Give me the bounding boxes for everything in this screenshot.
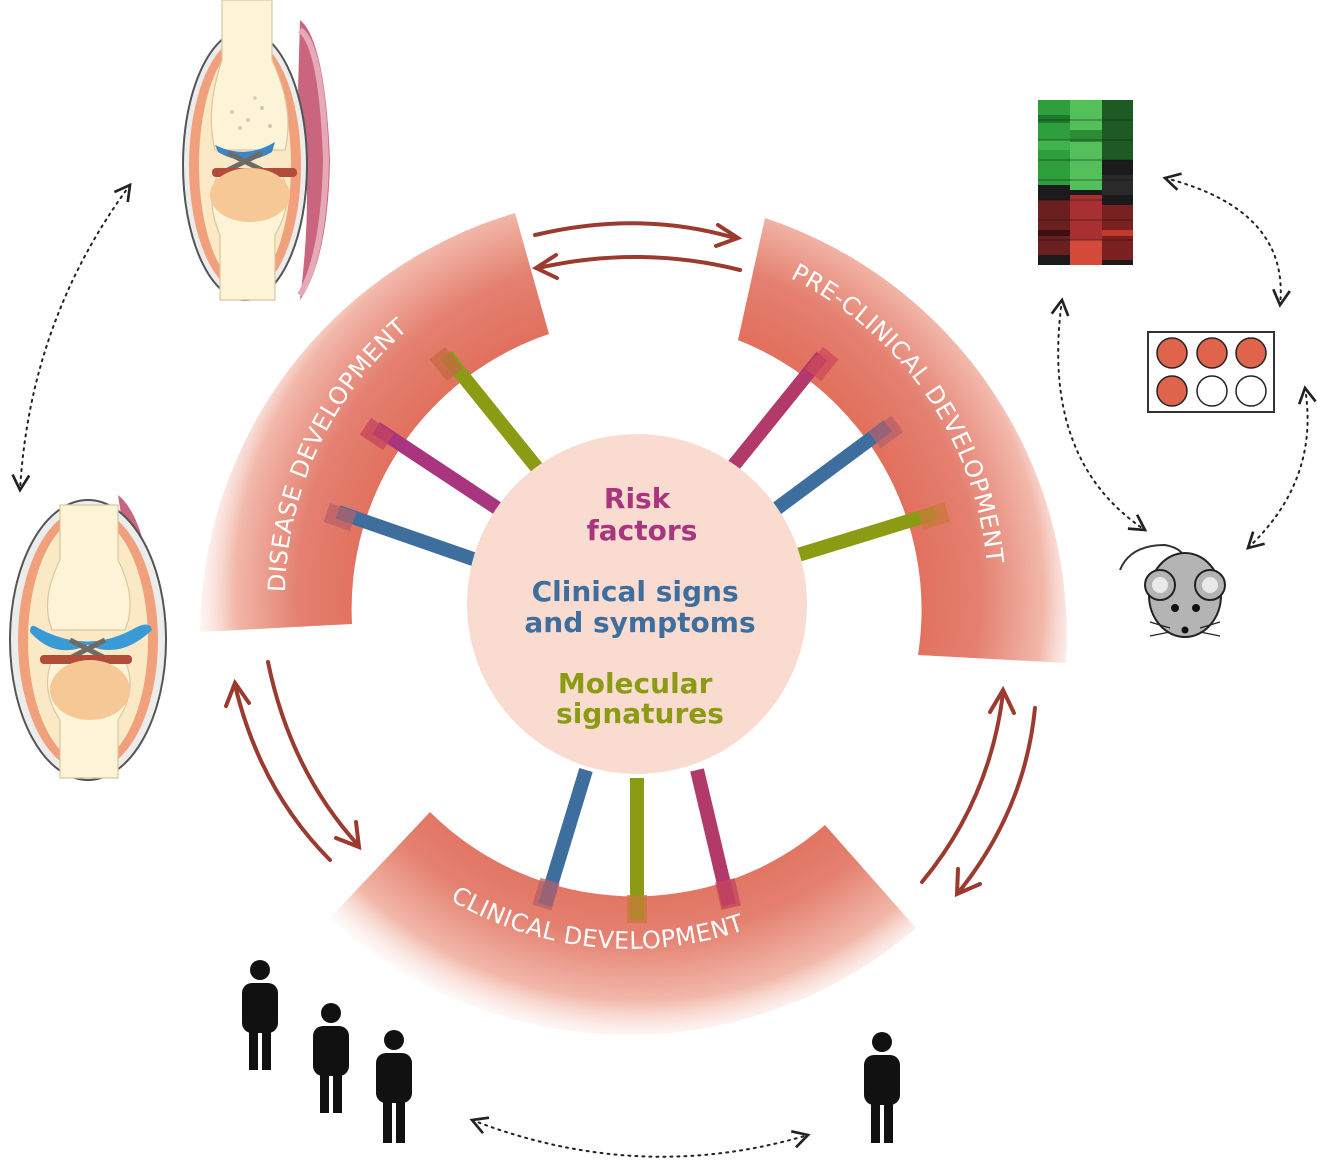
clinical-signs-line2: and symptoms <box>524 606 755 639</box>
spoke-molecular-disease <box>440 350 548 479</box>
spoke-risk-preclinical <box>724 351 828 475</box>
spoke-clinical-disease <box>335 505 479 567</box>
svg-text:Molecular signatures: Molecular signatures <box>556 667 724 730</box>
spoke-risk-disease <box>372 422 507 518</box>
healthy-joint-icon <box>9 495 167 781</box>
dotted-arrows <box>11 172 1317 1158</box>
heatmap-icon <box>1038 100 1133 265</box>
spokes <box>335 350 938 920</box>
molecular-signatures-line1: Molecular <box>558 667 713 700</box>
patient-group-icon <box>242 960 412 1143</box>
mouse-icon <box>1119 543 1226 638</box>
osteoarthritic-joint-icon <box>182 0 330 301</box>
clinical-signs-line1: Clinical signs <box>532 575 739 608</box>
segment-clinical-development: CLINICAL DEVELOPMENT <box>330 812 916 1035</box>
risk-factors-line1: Risk <box>604 482 672 515</box>
segment-arrows <box>224 221 1037 898</box>
single-patient-icon <box>864 1032 900 1143</box>
risk-factors-line2: factors <box>587 514 698 547</box>
svg-text:Clinical signs and sympt: Clinical signs and symptoms <box>524 575 755 639</box>
center-circle: Risk factors Clinical signs and symptoms… <box>467 434 807 774</box>
well-plate-icon <box>1147 331 1275 413</box>
spoke-end-caps <box>323 346 951 923</box>
svg-text:Risk factors: Risk factors <box>587 482 698 547</box>
spoke-clinical-preclinical <box>767 420 893 518</box>
spoke-molecular-preclinical <box>795 506 938 562</box>
molecular-signatures-line2: signatures <box>556 697 724 730</box>
